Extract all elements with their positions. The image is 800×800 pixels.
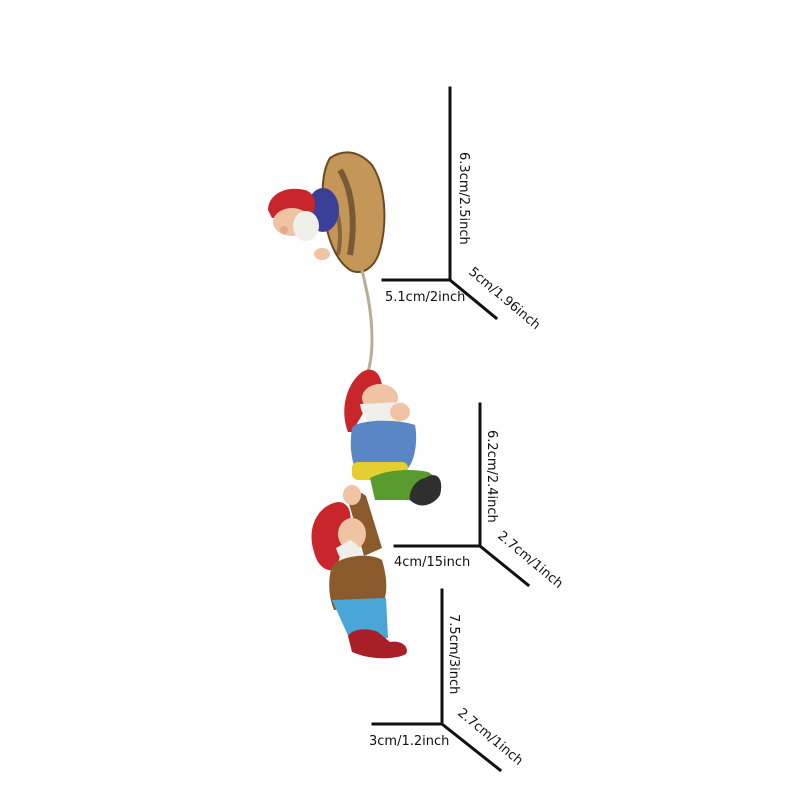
bottom-width-label: 3cm/1.2inch xyxy=(369,734,449,749)
middle-height-label: 6.2cm/2.4inch xyxy=(484,430,499,523)
middle-width-label: 4cm/15inch xyxy=(394,555,470,570)
top-dimension-axes: 6.3cm/2.5inch 5.1cm/2inch 5cm/1.96inch xyxy=(381,86,543,333)
top-depth-label: 5cm/1.96inch xyxy=(465,265,543,333)
top-width-label: 5.1cm/2inch xyxy=(385,290,465,305)
rope xyxy=(360,269,374,373)
bottom-dimension-axes: 7.5cm/3inch 3cm/1.2inch 2.7cm/1inch xyxy=(369,588,526,773)
top-gnome-hat xyxy=(268,188,316,218)
bottom-height-label: 7.5cm/3inch xyxy=(446,614,461,694)
top-height-label: 6.3cm/2.5inch xyxy=(456,152,471,245)
middle-depth-label: 2.7cm/1inch xyxy=(494,529,565,592)
top-gnome-figure xyxy=(268,151,386,273)
middle-gnome-figure xyxy=(344,369,442,506)
bottom-gnome-figure xyxy=(311,485,407,659)
bottom-depth-label: 2.7cm/1inch xyxy=(454,706,525,769)
